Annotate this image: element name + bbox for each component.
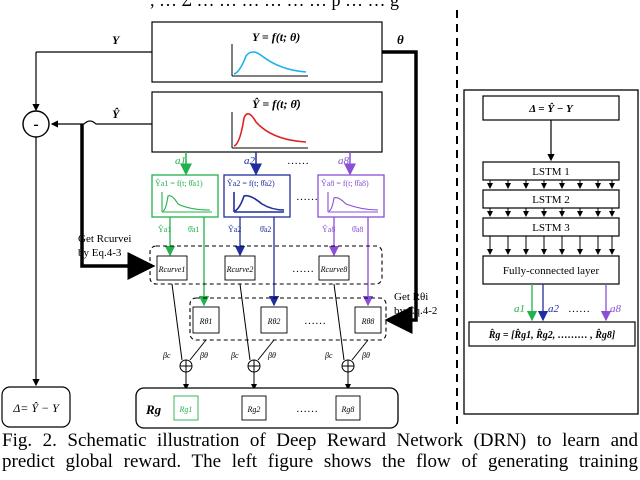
weight-theta-2: βθ [267,351,276,360]
fc-layer-label: Fully-connected layer [503,265,600,277]
theta-label: θ [397,32,404,47]
drn-out-a8: a8 [610,303,622,315]
get-theta-label-1: Get Rθi [394,291,428,303]
drn-result-box [468,321,636,347]
main-plot-chart [231,44,308,77]
lstm-3-layer: LSTM 3 [482,217,620,237]
theta-reward-1-box [192,306,220,334]
figure-caption: Fig. 2. Schematic illustration of Deep R… [2,430,638,472]
sum-node-2-group: βc βθ [230,283,276,390]
yhat-output-label: Ŷ [112,107,121,121]
ellipsis-curve: …… [292,263,314,275]
drn-result-text: R̂g = [R̂g1, R̂g2, ……… , R̂g8] [488,328,616,341]
theta-reward-2-box [260,306,288,334]
lstm-1-to-2-arrows [487,180,615,189]
rg-2: Rg2 [247,405,261,414]
lstm-1-label: LSTM 1 [532,166,570,178]
get-curve-label-2: by Eq.4-3 [78,247,122,259]
prediction-plot-equation: Ŷ = f(t; θ̂) [252,97,301,111]
ellipsis-sub: …… [296,191,318,203]
get-curve-label-1: Get Rcurvei [78,233,131,245]
drn-out-ellipsis: …… [568,303,590,315]
fc-layer: Fully-connected layer [482,255,620,285]
get-theta-label-2: by Eq.4-2 [394,305,437,317]
action-a8-label: a8 [338,155,350,167]
theta-reward-8: Rθ8 [361,317,375,326]
lstm-3-to-fc-arrows [487,236,615,255]
drn-out-a2: a2 [548,303,560,315]
diff-result-box [1,386,71,428]
weight-theta-1: βθ [199,351,208,360]
theta-reward-8-box [354,306,382,334]
caption-line-2: predict global reward. The left figure s… [2,451,638,472]
global-reward-box [135,387,399,429]
main-plot-box [151,21,383,83]
lstm-2-label: LSTM 2 [532,194,570,206]
rg-1: Rg1 [179,405,193,414]
action-a1-label: a1 [175,155,186,167]
rg-1-box [173,395,199,421]
rg-2-box [241,395,267,421]
sub-a8-theta-label: θ̂a8 [352,225,363,234]
theta-reward-group [189,297,387,341]
global-reward-label: Rg [145,402,162,417]
drn-out-a1: a1 [514,303,525,315]
ellipsis-top: …… [287,155,309,167]
ellipsis-rg: …… [296,403,318,415]
lstm-2-to-3-arrows [487,208,615,217]
caption-line-1: Fig. 2. Schematic illustration of Deep R… [2,430,638,451]
sum-node-1-group: βc βθ [162,283,208,390]
theta-reward-2: Rθ2 [267,317,281,326]
sub-plot-a2-curve [233,192,285,213]
top-cut-text: , … Σ … … … … … … p … … g [150,0,399,10]
sub-a2-y-label: Ŷa2 [228,224,241,234]
curve-feedback-arrow [80,124,156,280]
sub-plot-a1-curve [161,192,212,213]
curve-reward-2-box [224,255,256,281]
sub-plot-a2-eq: Ŷa2 = f(t; θ̂a2) [227,178,275,188]
sub-a1-theta-label: θ̂a1 [188,225,199,234]
sub-plot-a1-eq: Ŷa1 = f(t; θ̂a1) [155,178,203,188]
weight-c-8: βc [324,351,333,360]
curve-reward-group [149,245,383,285]
prediction-plot-box [151,91,383,153]
rg-8: Rg8 [341,405,355,414]
sum-node-8-group: βc βθ [324,283,370,390]
yhat-to-diff-arrow [50,120,152,128]
main-plot-equation: Y = f(t; θ) [252,30,300,44]
sub-a2-theta-label: θ̂a2 [260,225,271,234]
prediction-plot-chart [231,112,308,149]
curve-reward-2: Rcurve2 [226,265,254,274]
curve-reward-1-box [156,255,188,281]
drn-panel-frame [463,89,639,415]
curve-reward-8-box [318,255,350,281]
rg-8-box [335,395,361,421]
theta-feedback-arrow [382,50,418,334]
lstm-3-label: LSTM 3 [532,222,570,234]
weight-c-1: βc [162,351,171,360]
ellipsis-theta: …… [304,315,326,327]
curve-reward-1: Rcurve1 [158,265,186,274]
drn-input-box [482,95,620,121]
weight-theta-8: βθ [361,351,370,360]
diff-result-text: Δ= Ŷ − Y [12,401,60,415]
theta-reward-1: Rθ1 [199,317,213,326]
sub-a8-y-label: Ŷa8 [322,224,335,234]
sub-plot-a8-curve [327,192,379,213]
curve-reward-8: Rcurve8 [320,265,348,274]
y-output-label: Y [112,33,121,47]
lstm-2-layer: LSTM 2 [482,189,620,209]
lstm-1-layer: LSTM 1 [482,161,620,181]
sub-plot-a8-eq: Ŷa8 = f(t; θ̂a8) [321,178,369,188]
drn-input-text: Δ = Ŷ − Y [528,103,574,115]
difference-node-symbol: - [33,116,38,133]
weight-c-2: βc [230,351,239,360]
action-a2-label: a2 [244,155,256,167]
sub-a1-y-label: Ŷa1 [158,224,171,234]
